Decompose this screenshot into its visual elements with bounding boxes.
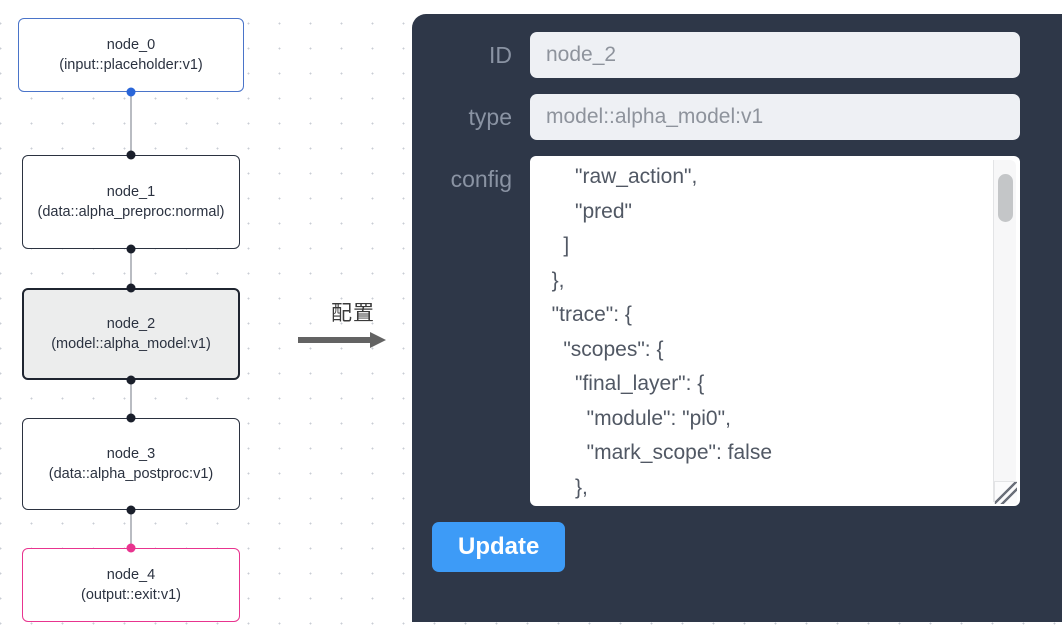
node4-input-handle[interactable]	[126, 543, 136, 553]
config-scrollbar-thumb[interactable]	[998, 174, 1013, 222]
resize-handle-icon[interactable]	[994, 481, 1017, 504]
config-textarea[interactable]: "raw_action", "pred" ] }, "trace": { "sc…	[530, 156, 1020, 506]
node-label: node_4 (output::exit:v1)	[81, 567, 181, 603]
config-textarea-wrap: "raw_action", "pred" ] }, "trace": { "sc…	[530, 156, 1020, 506]
node3-output-handle[interactable]	[126, 505, 136, 515]
config-field-label: config	[450, 166, 512, 192]
edge-node0-node1	[130, 92, 132, 155]
update-button[interactable]: Update	[432, 522, 566, 572]
node3-input-handle[interactable]	[126, 413, 136, 423]
node2-output-handle[interactable]	[126, 375, 136, 385]
graph-node-node_3[interactable]: node_3 (data::alpha_postproc:v1)	[22, 418, 240, 510]
annotation-text: 配置	[331, 301, 375, 325]
id-input[interactable]	[530, 32, 1020, 78]
field-row-id: ID	[412, 32, 1062, 78]
edge-node3-node4	[130, 510, 132, 548]
node-label: node_2 (model::alpha_model:v1)	[51, 316, 211, 352]
type-field-label: type	[468, 104, 512, 130]
graph-node-node_1[interactable]: node_1 (data::alpha_preproc:normal)	[22, 155, 240, 249]
field-row-type: type	[412, 94, 1062, 140]
node-config-panel: ID type config "raw_action", "pred" ] },…	[412, 14, 1062, 622]
config-annotation: 配置	[298, 300, 408, 348]
node-label: node_3 (data::alpha_postproc:v1)	[48, 446, 214, 482]
config-scrollbar[interactable]	[993, 160, 1016, 502]
id-field-label: ID	[489, 42, 512, 68]
edge-node1-node2	[130, 249, 132, 288]
node1-output-handle[interactable]	[126, 244, 136, 254]
node-label: node_1 (data::alpha_preproc:normal)	[37, 184, 225, 220]
edge-node2-node3	[130, 380, 132, 418]
node1-input-handle[interactable]	[126, 150, 136, 160]
type-input[interactable]	[530, 94, 1020, 140]
panel-actions: Update	[412, 522, 1062, 572]
node2-input-handle[interactable]	[126, 283, 136, 293]
arrow-right-icon	[298, 332, 408, 348]
node0-output-handle[interactable]	[126, 87, 136, 97]
node-label: node_0 (input::placeholder:v1)	[59, 37, 203, 73]
graph-node-node_2[interactable]: node_2 (model::alpha_model:v1)	[22, 288, 240, 380]
graph-node-node_4[interactable]: node_4 (output::exit:v1)	[22, 548, 240, 622]
graph-node-node_0[interactable]: node_0 (input::placeholder:v1)	[18, 18, 244, 92]
field-row-config: config "raw_action", "pred" ] }, "trace"…	[412, 156, 1062, 506]
